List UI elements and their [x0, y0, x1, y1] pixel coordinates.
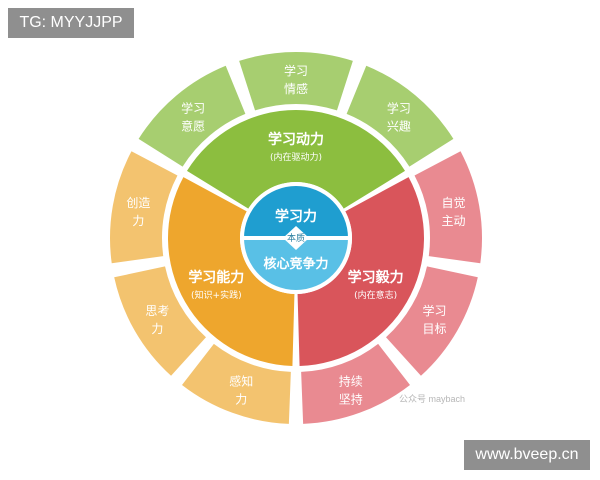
outer-segment-line1: 自觉 — [442, 196, 466, 210]
outer-segment-line1: 感知 — [229, 373, 253, 388]
outer-segment — [346, 65, 454, 167]
outer-segment-line2: 意愿 — [181, 118, 205, 133]
outer-segment-line2: 主动 — [442, 214, 466, 228]
outer-segment-line1: 学习 — [387, 100, 411, 115]
core-top-label: 学习力 — [275, 208, 317, 225]
outer-segment — [181, 343, 291, 424]
inner-sector — [186, 110, 406, 209]
outer-segment-line2: 情感 — [284, 81, 308, 96]
outer-segment-line2: 力 — [235, 392, 247, 406]
core-diamond — [283, 226, 309, 250]
inner-sector-subtitle: (知识+实践) — [191, 289, 242, 301]
outer-segment — [301, 343, 411, 424]
core-middle-label: 本质 — [287, 232, 305, 244]
outer-segment-line1: 学习 — [181, 100, 205, 115]
inner-ring: 学习动力 (内在驱动力) 学习毅力 (内在意志) 学习能力 (知识+实践) — [167, 110, 424, 366]
core-bottom-label: 核心竞争力 — [263, 256, 328, 272]
outer-segment-line2: 力 — [151, 322, 163, 336]
site-badge: www.bveep.cn — [464, 440, 590, 470]
inner-sector-subtitle: (内在驱动力) — [270, 151, 322, 163]
outer-segment — [138, 65, 246, 167]
outer-segment-line1: 学习 — [423, 303, 447, 318]
outer-segment — [414, 151, 482, 264]
outer-segment-line2: 力 — [132, 214, 144, 228]
inner-sector — [167, 177, 295, 366]
outer-segment-line1: 学习 — [284, 63, 308, 78]
outer-segment-line1: 持续 — [339, 373, 363, 388]
core-top-half — [244, 186, 348, 238]
tg-badge: TG: MYYJJPP — [8, 8, 134, 38]
inner-sector-title: 学习能力 — [188, 269, 244, 286]
outer-segment-line2: 坚持 — [339, 391, 363, 406]
inner-sector-subtitle: (内在意志) — [354, 289, 397, 301]
inner-sector-title: 学习毅力 — [348, 269, 404, 286]
outer-segment — [110, 151, 178, 264]
outer-segment — [114, 266, 206, 376]
outer-segment — [386, 266, 478, 376]
outer-segment-line1: 思考 — [145, 304, 169, 318]
inner-sector — [297, 177, 424, 366]
watermark-text: 公众号 maybach — [399, 394, 466, 404]
core-bottom-half — [244, 238, 348, 290]
outer-segment-line1: 创造 — [126, 196, 150, 210]
inner-sector-title: 学习动力 — [268, 131, 324, 148]
outer-segment-line2: 目标 — [423, 322, 447, 336]
outer-segment-line2: 兴趣 — [387, 118, 411, 133]
outer-segment — [239, 52, 353, 111]
